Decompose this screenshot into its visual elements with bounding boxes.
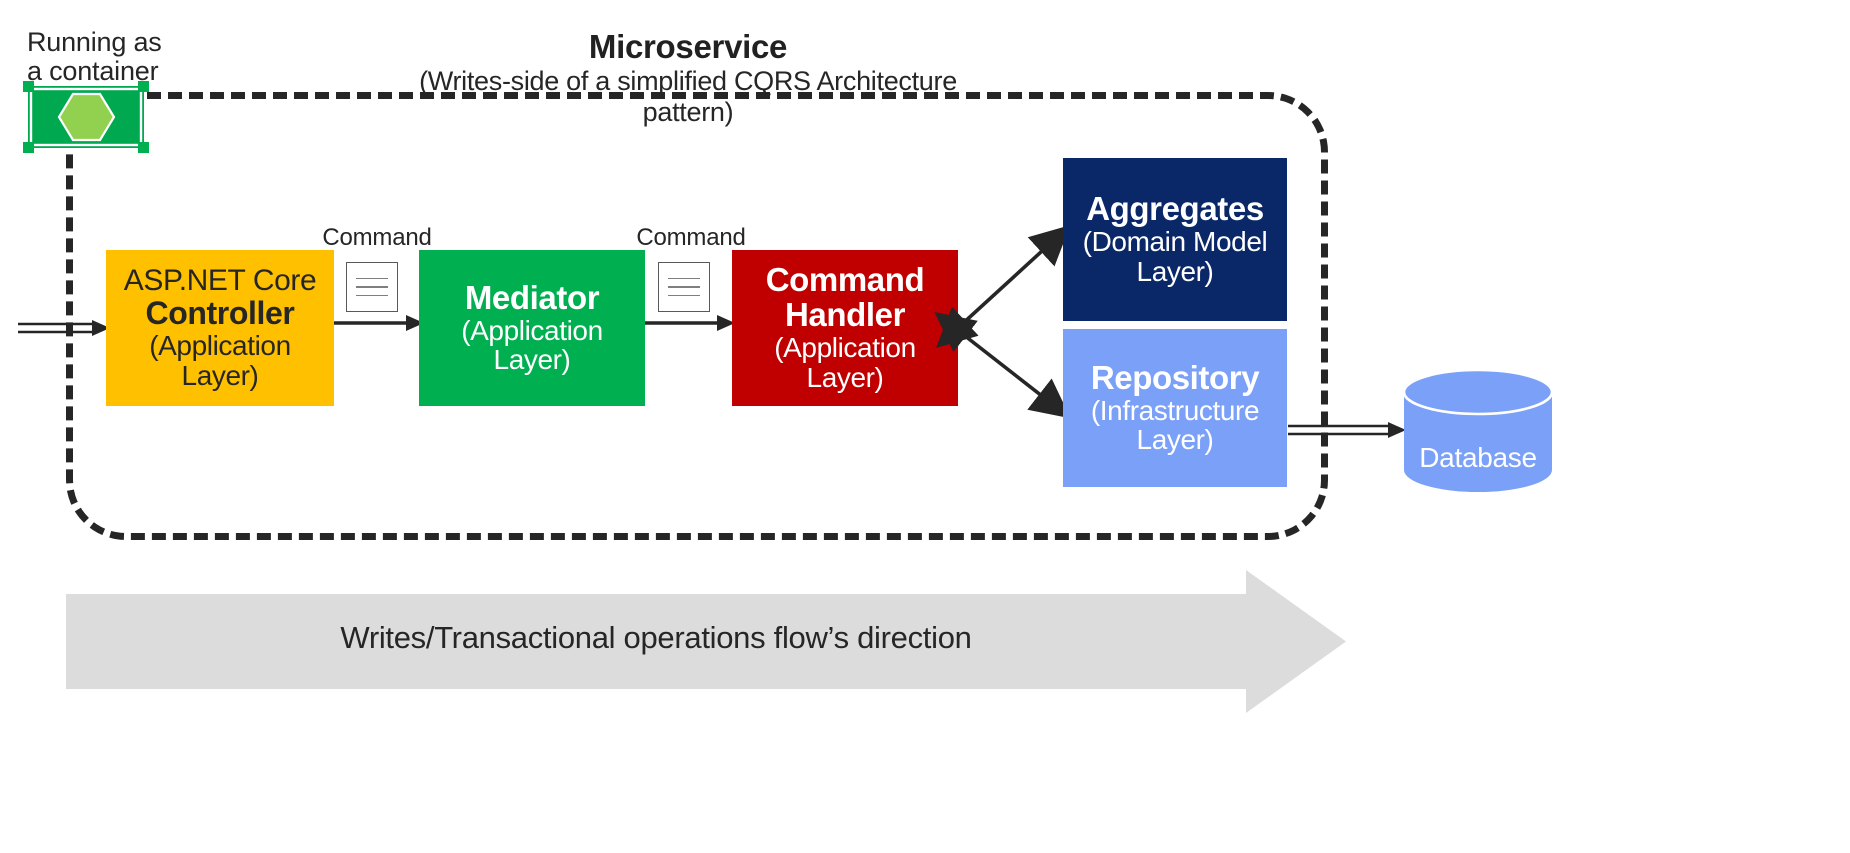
page-subtitle: (Writes-side of a simplified CQRS Archit… bbox=[419, 66, 957, 127]
doc-line bbox=[356, 294, 388, 297]
repository-line1: Repository bbox=[1090, 358, 1260, 396]
selection-handle-tr[interactable] bbox=[138, 81, 149, 92]
database-label: Database bbox=[1419, 442, 1537, 473]
flow-arrow-shape bbox=[66, 570, 1346, 713]
repository-line2: (Infrastructure bbox=[1090, 394, 1260, 426]
arrow-repository-to-database bbox=[1288, 422, 1406, 438]
controller-line2: Controller bbox=[145, 295, 295, 332]
repository-line3: Layer) bbox=[1136, 424, 1214, 456]
database-cylinder-icon bbox=[1402, 368, 1554, 492]
arrow-handler-to-aggregates bbox=[936, 225, 1071, 348]
selection-handle-tl[interactable] bbox=[23, 81, 34, 92]
microservice-boundary bbox=[66, 92, 1328, 540]
arrow-mediator-to-handler bbox=[645, 315, 735, 331]
controller-line4: Layer) bbox=[181, 359, 259, 391]
handler-line4: Layer) bbox=[806, 361, 884, 393]
handler-line2: Handler bbox=[784, 296, 906, 334]
mediator-line2: (Application bbox=[461, 314, 603, 346]
node-database[interactable]: Database bbox=[1402, 368, 1554, 492]
command-document-icon-1 bbox=[346, 262, 398, 312]
aggregates-line2: (Domain Model bbox=[1082, 226, 1268, 258]
inbound-request-arrow bbox=[18, 320, 110, 336]
command-document-icon-2 bbox=[658, 262, 710, 312]
node-repository[interactable]: Repository (Infrastructure Layer) bbox=[1063, 329, 1287, 487]
controller-line3: (Application bbox=[149, 330, 291, 362]
container-icon bbox=[28, 86, 144, 148]
container-note: Running as a container bbox=[27, 27, 207, 87]
doc-line bbox=[356, 286, 388, 288]
aggregates-line1: Aggregates bbox=[1086, 190, 1264, 228]
node-mediator[interactable]: Mediator (Application Layer) bbox=[419, 250, 645, 406]
controller-line1: ASP.NET Core bbox=[123, 264, 317, 298]
aggregates-line3: Layer) bbox=[1136, 255, 1214, 287]
mediator-line3: Layer) bbox=[493, 344, 571, 376]
page-title: Microservice bbox=[588, 28, 788, 65]
handler-line3: (Application bbox=[774, 332, 916, 364]
arrow-handler-to-repository bbox=[934, 312, 1071, 419]
selection-handle-br[interactable] bbox=[138, 142, 149, 153]
node-controller[interactable]: ASP.NET Core Controller (Application Lay… bbox=[106, 250, 334, 406]
container-icon-group[interactable] bbox=[23, 81, 149, 153]
node-aggregates[interactable]: Aggregates (Domain Model Layer) bbox=[1063, 158, 1287, 321]
edge-label-command-1: Command bbox=[322, 224, 432, 251]
node-command-handler[interactable]: Command Handler (Application Layer) bbox=[732, 250, 958, 406]
doc-line bbox=[668, 286, 700, 288]
doc-line bbox=[356, 277, 388, 280]
doc-line bbox=[668, 294, 700, 297]
selection-handle-bl[interactable] bbox=[23, 142, 34, 153]
container-note-line2: a container bbox=[27, 56, 159, 87]
container-note-line1: Running as bbox=[27, 27, 162, 57]
flow-direction-label: Writes/Transactional operations flow’s d… bbox=[340, 620, 972, 655]
flow-direction-banner: Writes/Transactional operations flow’s d… bbox=[66, 570, 1346, 713]
doc-line bbox=[668, 277, 700, 280]
mediator-line1: Mediator bbox=[464, 278, 600, 316]
title-block: Microservice (Writes-side of a simplifie… bbox=[388, 28, 988, 128]
edge-label-command-2: Command bbox=[636, 224, 746, 251]
arrow-controller-to-mediator bbox=[334, 315, 424, 331]
handler-line1: Command bbox=[765, 261, 925, 299]
